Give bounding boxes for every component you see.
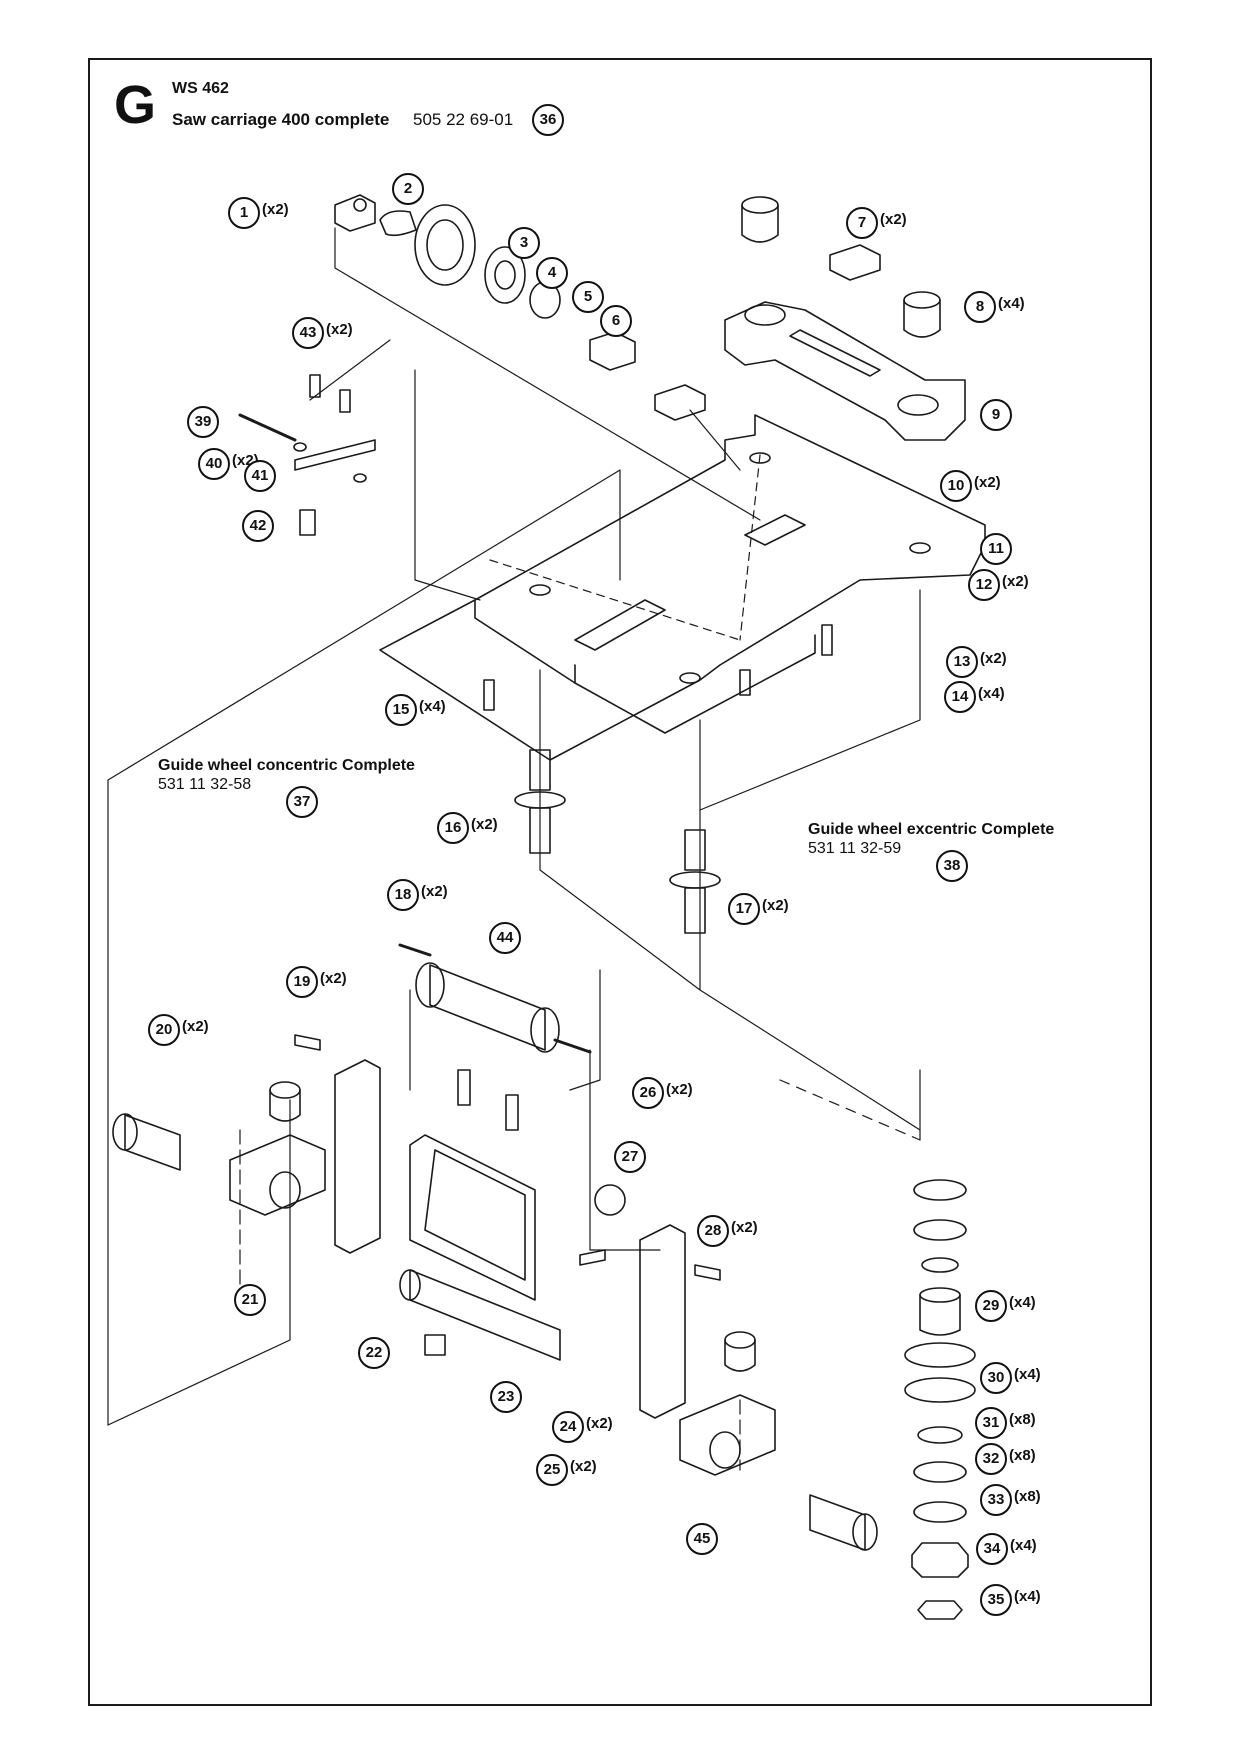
callout-26-quantity: (x2) — [666, 1081, 693, 1098]
sleeves — [112, 1113, 878, 1551]
callout-3: 3 — [508, 227, 540, 259]
callout-34-quantity: (x4) — [1010, 1537, 1037, 1554]
callout-33-quantity: (x8) — [1014, 1488, 1041, 1505]
callout-10-quantity: (x2) — [974, 474, 1001, 491]
assembly-title: Saw carriage 400 complete — [172, 110, 390, 129]
callout-15-quantity: (x4) — [419, 698, 446, 715]
callout-39: 39 — [187, 406, 219, 438]
callout-42: 42 — [242, 510, 274, 542]
drawing-frame — [88, 58, 1152, 1706]
slide-blocks — [654, 244, 881, 421]
callout-29: 29 — [975, 1290, 1007, 1322]
callout-45: 45 — [686, 1523, 718, 1555]
callout-43: 43 — [292, 317, 324, 349]
callout-34: 34 — [976, 1533, 1008, 1565]
screws — [294, 374, 833, 1281]
bearing-blocks — [229, 1081, 776, 1476]
callout-20-quantity: (x2) — [182, 1018, 209, 1035]
springs — [457, 1069, 519, 1131]
callout-13-quantity: (x2) — [980, 650, 1007, 667]
callout-20: 20 — [148, 1014, 180, 1046]
carriage-plate — [379, 414, 986, 761]
callout-14-quantity: (x4) — [978, 685, 1005, 702]
callout-24-quantity: (x2) — [586, 1415, 613, 1432]
callout-31: 31 — [975, 1407, 1007, 1439]
callout-9: 9 — [980, 399, 1012, 431]
callout-30-quantity: (x4) — [1014, 1366, 1041, 1383]
callout-19: 19 — [286, 966, 318, 998]
callout-21: 21 — [234, 1284, 266, 1316]
callout-29-quantity: (x4) — [1009, 1294, 1036, 1311]
callout-32-quantity: (x8) — [1009, 1447, 1036, 1464]
assembly-part-number: 505 22 69-01 — [413, 110, 514, 129]
roller-and-pin — [398, 943, 592, 1054]
callout-30: 30 — [980, 1362, 1012, 1394]
callout-8-quantity: (x4) — [998, 295, 1025, 312]
cross-shaft — [399, 1269, 561, 1361]
callout-40: 40 — [198, 448, 230, 480]
callout-5: 5 — [572, 281, 604, 313]
side-arms — [334, 1059, 686, 1419]
guide-wheel-studs — [514, 749, 721, 934]
subassembly-concentric-number: 531 11 32-58 — [158, 776, 252, 793]
callout-16-quantity: (x2) — [471, 816, 498, 833]
callout-14: 14 — [944, 681, 976, 713]
callout-22: 22 — [358, 1337, 390, 1369]
subassembly-excentric-title: Guide wheel excentric Complete — [808, 821, 1055, 838]
callout-24: 24 — [552, 1411, 584, 1443]
callout-35: 35 — [980, 1584, 1012, 1616]
callout-43-quantity: (x2) — [326, 321, 353, 338]
callout-28-quantity: (x2) — [731, 1219, 758, 1236]
callout-17-quantity: (x2) — [762, 897, 789, 914]
callout-assembly: 36 — [532, 104, 564, 136]
guide-caps — [741, 196, 941, 338]
callout-17: 17 — [728, 893, 760, 925]
callout-31-quantity: (x8) — [1009, 1411, 1036, 1428]
callout-33: 33 — [980, 1484, 1012, 1516]
callout-16: 16 — [437, 812, 469, 844]
callout-13: 13 — [946, 646, 978, 678]
callout-10: 10 — [940, 470, 972, 502]
callout-subassembly-concentric: 37 — [286, 786, 318, 818]
callout-27: 27 — [614, 1141, 646, 1173]
callout-7-quantity: (x2) — [880, 211, 907, 228]
callout-19-quantity: (x2) — [320, 970, 347, 987]
callout-subassembly-excentric: 38 — [936, 850, 968, 882]
callout-15: 15 — [385, 694, 417, 726]
callout-8: 8 — [964, 291, 996, 323]
callout-18: 18 — [387, 879, 419, 911]
callout-2: 2 — [392, 173, 424, 205]
model-name: WS 462 — [172, 80, 229, 97]
callout-44: 44 — [489, 922, 521, 954]
mount-frame-plate — [409, 1134, 626, 1301]
clamp-lever — [238, 413, 376, 536]
callout-4: 4 — [536, 257, 568, 289]
callout-32: 32 — [975, 1443, 1007, 1475]
callout-1-quantity: (x2) — [262, 201, 289, 218]
callout-41: 41 — [244, 460, 276, 492]
callout-12: 12 — [968, 569, 1000, 601]
section-letter: G — [114, 75, 157, 135]
callout-18-quantity: (x2) — [421, 883, 448, 900]
callout-12-quantity: (x2) — [1002, 573, 1029, 590]
callout-25-quantity: (x2) — [570, 1458, 597, 1475]
subassembly-concentric-title: Guide wheel concentric Complete — [158, 757, 415, 774]
guide-wheel-stack — [904, 1179, 976, 1620]
leader-lines — [107, 227, 921, 1471]
callout-26: 26 — [632, 1077, 664, 1109]
callout-28: 28 — [697, 1215, 729, 1247]
callout-23: 23 — [490, 1381, 522, 1413]
callout-7: 7 — [846, 207, 878, 239]
callout-1: 1 — [228, 197, 260, 229]
top-bridge-plate — [724, 301, 966, 441]
subassembly-excentric-number: 531 11 32-59 — [808, 840, 902, 857]
callout-35-quantity: (x4) — [1014, 1588, 1041, 1605]
callout-11: 11 — [980, 533, 1012, 565]
callout-6: 6 — [600, 305, 632, 337]
callout-25: 25 — [536, 1454, 568, 1486]
